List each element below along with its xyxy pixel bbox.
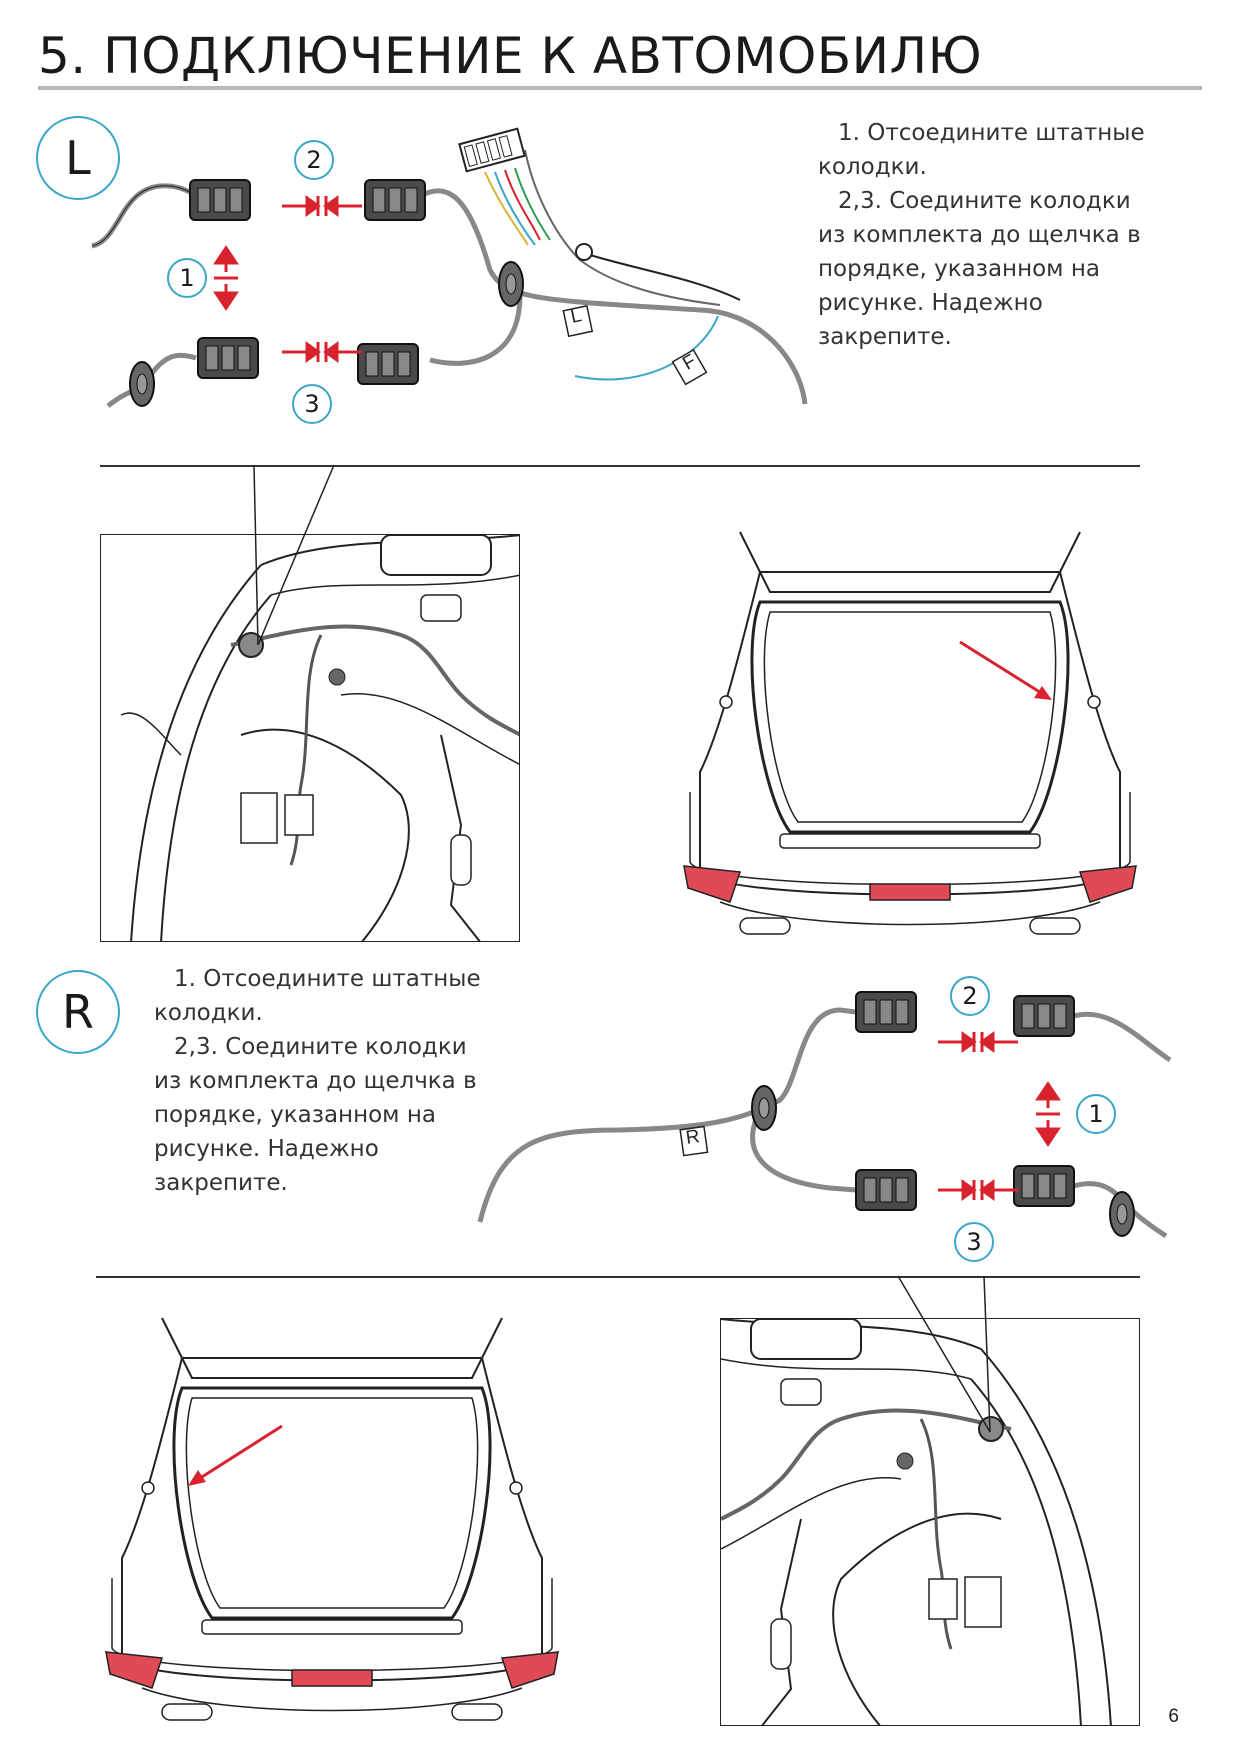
step-badge-3-right: 3	[954, 1222, 994, 1262]
wire-tag-l	[562, 304, 594, 338]
instruction-line: из комплекта до щелчка в	[154, 1068, 477, 1094]
step-badge-1-right: 1	[1076, 1094, 1116, 1134]
arrow-separate-1-right	[1035, 1081, 1061, 1147]
instruction-line: 1. Отсоедините штатные	[838, 120, 1145, 146]
instruction-line: рисунке. Надежно	[154, 1136, 379, 1162]
section-rule	[100, 465, 1140, 467]
instruction-line: колодки.	[154, 1000, 263, 1026]
side-badge-left: L	[36, 116, 120, 200]
car-rear-right-illustration	[105, 1317, 559, 1721]
trunk-interior-left-illustration	[100, 534, 520, 942]
instruction-line: закрепите.	[818, 324, 952, 350]
instruction-line: порядке, указанном на	[818, 256, 1100, 282]
arrow-join-3-right	[938, 1179, 1018, 1201]
instruction-line: рисунке. Надежно	[818, 290, 1043, 316]
arrow-join-3	[282, 341, 362, 363]
side-badge-right: R	[36, 970, 120, 1054]
wire-tag-r	[679, 1125, 709, 1157]
wire-tag-f	[671, 348, 708, 386]
arrow-join-2-right	[938, 1031, 1018, 1053]
step-badge-3-left: 3	[292, 384, 332, 424]
instruction-line: колодки.	[818, 154, 927, 180]
step-badge-1-left: 1	[167, 258, 207, 298]
instruction-line: 2,3. Соедините колодки	[174, 1034, 467, 1060]
step-badge-2-right: 2	[950, 976, 990, 1016]
title-rule	[38, 86, 1202, 90]
car-rear-left-illustration	[683, 531, 1137, 935]
arrow-separate-1	[213, 245, 239, 311]
instruction-line: из комплекта до щелчка в	[818, 222, 1141, 248]
section-rule	[96, 1276, 1140, 1278]
instructions-left: 1. Отсоедините штатные колодки. 2,3. Сое…	[818, 116, 1198, 354]
connector-diagram-left	[91, 127, 808, 408]
page-title: 5. ПОДКЛЮЧЕНИЕ К АВТОМОБИЛЮ	[38, 27, 983, 85]
instruction-line: закрепите.	[154, 1170, 288, 1196]
instructions-right: 1. Отсоедините штатные колодки. 2,3. Сое…	[154, 962, 514, 1200]
instruction-line: порядке, указанном на	[154, 1102, 436, 1128]
trunk-interior-right-illustration	[720, 1318, 1140, 1726]
step-badge-2-left: 2	[294, 140, 334, 180]
instruction-line: 1. Отсоедините штатные	[174, 966, 481, 992]
instruction-line: 2,3. Соедините колодки	[838, 188, 1131, 214]
page-number: 6	[1168, 1706, 1179, 1727]
arrow-join-2	[282, 195, 362, 217]
